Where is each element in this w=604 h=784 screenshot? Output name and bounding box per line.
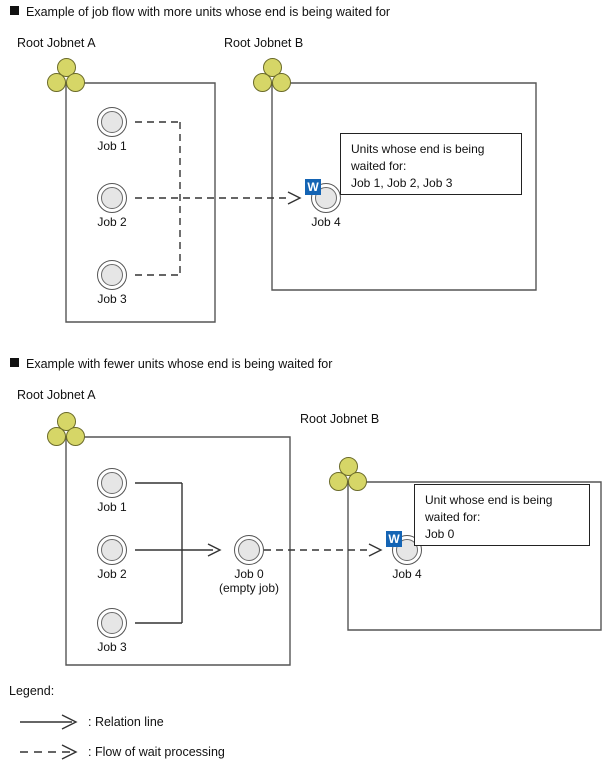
legend-solid-arrow-glyph	[20, 714, 78, 730]
callout-line-1: Unit whose end is being	[425, 493, 553, 507]
example-2-job-node-empty[interactable]: Job 0 (empty job)	[219, 535, 279, 595]
example-1-jobnet-a-icon[interactable]	[47, 58, 85, 93]
job-label-name: Job 0	[234, 567, 264, 581]
example-2-wait-arrowhead	[368, 543, 383, 557]
example-1-wait-flow	[135, 121, 291, 276]
example-2-job-node-1[interactable]: Job 1	[97, 468, 127, 514]
job-core	[101, 187, 123, 209]
job-core	[101, 264, 123, 286]
job-label: Job 2	[97, 215, 127, 229]
wait-badge-icon: W	[305, 179, 321, 195]
callout-line-2: waited for:	[351, 159, 407, 173]
job-core	[238, 539, 260, 561]
example-1-job-node-1[interactable]: Job 1	[97, 107, 127, 153]
job-label: Job 1	[97, 500, 127, 514]
job-core	[101, 111, 123, 133]
job-label: Job 3	[97, 292, 127, 306]
example-1-wait-arrowhead	[287, 191, 302, 205]
legend-item-relation-line: : Relation line	[88, 715, 164, 729]
example-2-jobnet-a-label: Root Jobnet A	[17, 388, 96, 402]
legend-dashed-arrow-glyph	[20, 744, 78, 760]
bullet-square-icon	[10, 6, 19, 15]
legend-title: Legend:	[9, 684, 55, 698]
jobnet-circle-bottom-left	[47, 73, 66, 92]
callout-line-2: waited for:	[425, 510, 481, 524]
example-2-jobnet-b-icon[interactable]	[329, 457, 367, 492]
job-label-sub: (empty job)	[218, 581, 280, 595]
example-1-job-node-2[interactable]: Job 2	[97, 183, 127, 229]
example-2-heading: Example with fewer units whose end is be…	[10, 357, 332, 372]
jobnet-circle-bottom-right	[66, 73, 85, 92]
job-core	[101, 539, 123, 561]
job-label: Job 4	[311, 215, 341, 229]
example-1-jobnet-b-icon[interactable]	[253, 58, 291, 93]
example-2-jobnet-b-box	[347, 481, 602, 631]
callout-line-1: Units whose end is being	[351, 142, 485, 156]
example-1-callout: Units whose end is being waited for: Job…	[340, 133, 522, 195]
jobnet-circle-bottom-left	[47, 427, 66, 446]
job-core	[101, 472, 123, 494]
example-1-heading-text: Example of job flow with more units whos…	[26, 5, 391, 19]
example-2-job-node-3[interactable]: Job 3	[97, 608, 127, 654]
example-2-callout: Unit whose end is being waited for: Job …	[414, 484, 590, 546]
job-label: Job 3	[97, 640, 127, 654]
callout-line-3: Job 0	[425, 527, 455, 541]
callout-line-3: Job 1, Job 2, Job 3	[351, 176, 453, 190]
job-label: Job 2	[97, 567, 127, 581]
example-2-jobnet-a-box	[65, 436, 291, 666]
example-1-job-node-3[interactable]: Job 3	[97, 260, 127, 306]
jobnet-circle-bottom-right	[348, 472, 367, 491]
example-1-heading: Example of job flow with more units whos…	[10, 5, 390, 20]
example-2-relation-arrowhead	[207, 543, 222, 557]
jobnet-circle-bottom-right	[272, 73, 291, 92]
job-label: Job 0 (empty job)	[219, 567, 279, 595]
example-2-job-node-2[interactable]: Job 2	[97, 535, 127, 581]
job-label: Job 4	[392, 567, 422, 581]
example-2-relation-lines	[135, 482, 213, 624]
example-1-jobnet-b-label: Root Jobnet B	[224, 36, 304, 50]
jobnet-circle-bottom-right	[66, 427, 85, 446]
example-1-jobnet-b-box	[271, 82, 537, 291]
legend-item-wait-flow: : Flow of wait processing	[88, 745, 225, 759]
job-core	[101, 612, 123, 634]
example-2-jobnet-b-label: Root Jobnet B	[300, 412, 380, 426]
example-2-jobnet-a-icon[interactable]	[47, 412, 85, 447]
jobnet-circle-bottom-left	[329, 472, 348, 491]
example-1-jobnet-a-label: Root Jobnet A	[17, 36, 96, 50]
job-label: Job 1	[97, 139, 127, 153]
example-2-heading-text: Example with fewer units whose end is be…	[26, 357, 333, 371]
jobnet-circle-bottom-left	[253, 73, 272, 92]
wait-badge-icon: W	[386, 531, 402, 547]
example-1-jobnet-a-box	[65, 82, 216, 323]
bullet-square-icon	[10, 358, 19, 367]
